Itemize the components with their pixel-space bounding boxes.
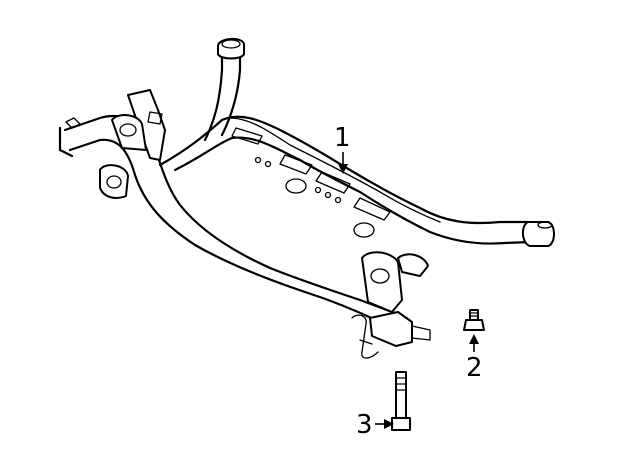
- bolt-part-2: [463, 309, 485, 331]
- callout-label-2: 2: [466, 353, 483, 383]
- callout-arrow-1: [338, 152, 348, 174]
- callout-arrow-2: [469, 334, 479, 352]
- callout-label-3: 3: [356, 410, 373, 440]
- subframe-crossmember: [58, 38, 555, 359]
- callout-label-1: 1: [334, 123, 351, 153]
- bolt-part-3: [391, 371, 411, 431]
- callout-arrow-3: [375, 419, 394, 429]
